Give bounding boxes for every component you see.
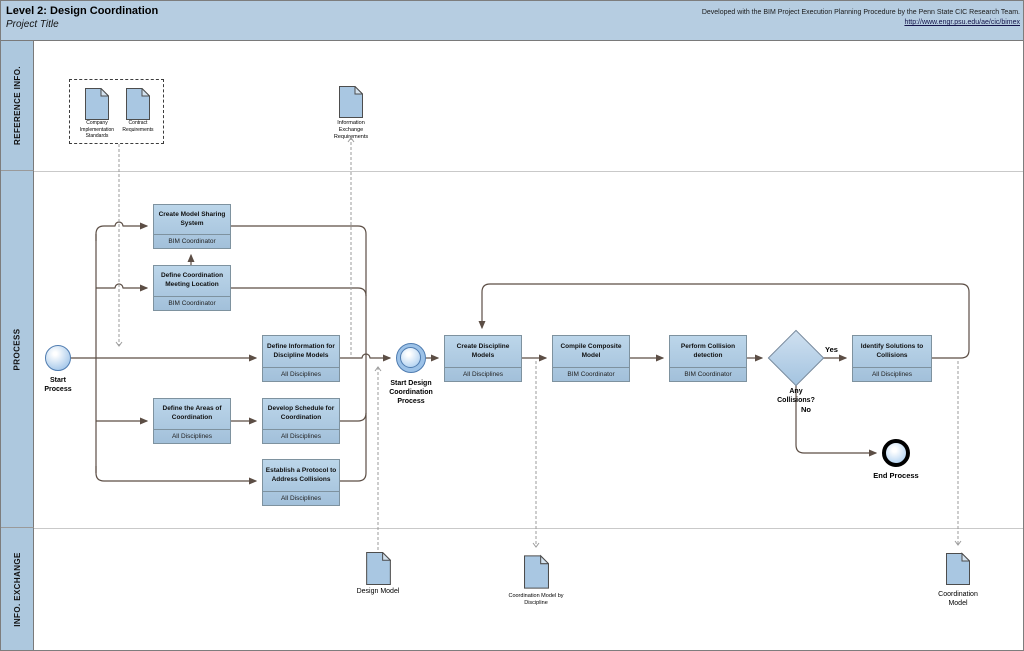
reference-docs-group-box [69, 79, 164, 144]
task-role: All Disciplines [853, 367, 931, 381]
task-title: Develop Schedule for Coordination [267, 405, 335, 421]
task-role: All Disciplines [263, 429, 339, 443]
start-event-label: Start Process [44, 377, 72, 394]
task-role: BIM Coordinator [553, 367, 629, 381]
task-role: All Disciplines [263, 367, 339, 381]
task-title: Create Model Sharing System [158, 210, 226, 227]
data-flows [115, 137, 962, 550]
document-icon-coordination-model [946, 551, 971, 592]
credit-block: Developed with the BIM Project Execution… [702, 8, 1020, 28]
header-bar: Level 2: Design Coordination Project Tit… [1, 1, 1023, 41]
task-title: Define Information for Discipline Models [267, 342, 335, 359]
task-role: All Disciplines [154, 429, 230, 443]
document-label: Coordination Model [938, 591, 978, 608]
document-icon-information-exchange-requirements [339, 85, 364, 123]
start-event-icon [45, 345, 71, 371]
task-role: BIM Coordinator [670, 367, 746, 381]
task-title: Create Discipline Models [456, 342, 510, 359]
document-icon-contract-requirements [126, 87, 151, 125]
lane-process: PROCESS [1, 171, 34, 528]
lane-reference-info: REFERENCE INFO. [1, 41, 34, 171]
task-title: Identify Solutions to Collisions [860, 342, 924, 359]
intermediate-event-label: Start Design Coordination Process [389, 380, 433, 406]
lane-info-exchange: INFO. EXCHANGE [1, 528, 34, 650]
project-title: Project Title [6, 19, 59, 30]
document-icon-design-model [366, 551, 392, 590]
credit-text: Developed with the BIM Project Execution… [701, 9, 1020, 16]
gateway-label: Any Collisions? [777, 388, 815, 405]
document-label: Company Implementation Standards [79, 120, 115, 139]
page-title: Level 2: Design Coordination [6, 5, 159, 17]
task-compile-composite-model: Compile Composite Model BIM Coordinator [552, 335, 630, 382]
task-role: BIM Coordinator [154, 234, 230, 248]
task-create-model-sharing-system: Create Model Sharing System BIM Coordina… [153, 204, 231, 249]
task-title: Define Coordination Meeting Location [160, 272, 224, 288]
gateway-no-label: No [801, 405, 811, 414]
task-role: All Disciplines [263, 491, 339, 505]
task-role: All Disciplines [445, 367, 521, 381]
task-define-information-for-discipline-models: Define Information for Discipline Models… [262, 335, 340, 382]
lane-divider [34, 528, 1023, 529]
sequence-flows [71, 221, 970, 485]
intermediate-event-icon [396, 343, 426, 373]
task-define-coordination-meeting-location: Define Coordination Meeting Location BIM… [153, 265, 231, 311]
task-perform-collision-detection: Perform Collision detection BIM Coordina… [669, 335, 747, 382]
document-label: Contract Requirements [122, 120, 154, 133]
gateway-yes-label: Yes [825, 345, 838, 354]
document-label: Design Model [356, 588, 400, 595]
task-identify-solutions-to-collisions: Identify Solutions to Collisions All Dis… [852, 335, 932, 382]
task-define-the-areas-of-coordination: Define the Areas of Coordination All Dis… [153, 398, 231, 444]
end-event-label: End Process [873, 471, 919, 480]
document-icon-coordination-model-by-discipline [524, 554, 550, 595]
task-title: Compile Composite Model [560, 342, 622, 359]
credit-link[interactable]: http://www.engr.psu.edu/ae/cic/bimex [904, 19, 1020, 27]
intermediate-event-inner-ring [400, 347, 421, 368]
document-label: Information Exchange Requirements [333, 120, 369, 141]
end-event-icon [882, 439, 910, 467]
task-role: BIM Coordinator [154, 296, 230, 310]
task-create-discipline-models: Create Discipline Models All Disciplines [444, 335, 522, 382]
task-title: Perform Collision detection [680, 342, 736, 359]
task-title: Establish a Protocol to Address Collisio… [265, 466, 337, 483]
task-establish-a-protocol-to-address-collisions: Establish a Protocol to Address Collisio… [262, 459, 340, 506]
document-icon-company-implementation-standards [85, 87, 110, 125]
task-title: Define the Areas of Coordination [162, 405, 222, 421]
document-label: Coordination Model by Discipline [508, 593, 564, 607]
task-develop-schedule-for-coordination: Develop Schedule for Coordination All Di… [262, 398, 340, 444]
lane-divider [34, 171, 1023, 172]
